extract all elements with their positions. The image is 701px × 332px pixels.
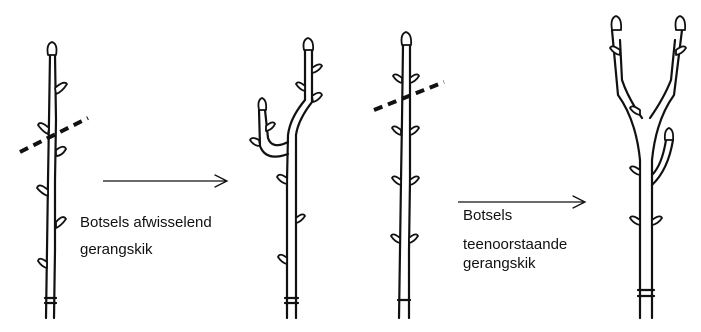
stem-opposite-after [610, 16, 686, 318]
label-opposite-line1: Botsels [463, 205, 512, 227]
arrow-alternate [103, 175, 227, 187]
stem-alternate-before [37, 42, 67, 318]
stem-opposite-before [391, 32, 419, 318]
cut-line-alternate [20, 118, 88, 152]
label-opposite-line3: gerangskik [463, 253, 536, 275]
label-alternate-line2: gerangskik [80, 239, 153, 261]
stem-alternate-after [250, 38, 322, 318]
label-alternate-line1: Botsels afwisselend [80, 212, 212, 234]
